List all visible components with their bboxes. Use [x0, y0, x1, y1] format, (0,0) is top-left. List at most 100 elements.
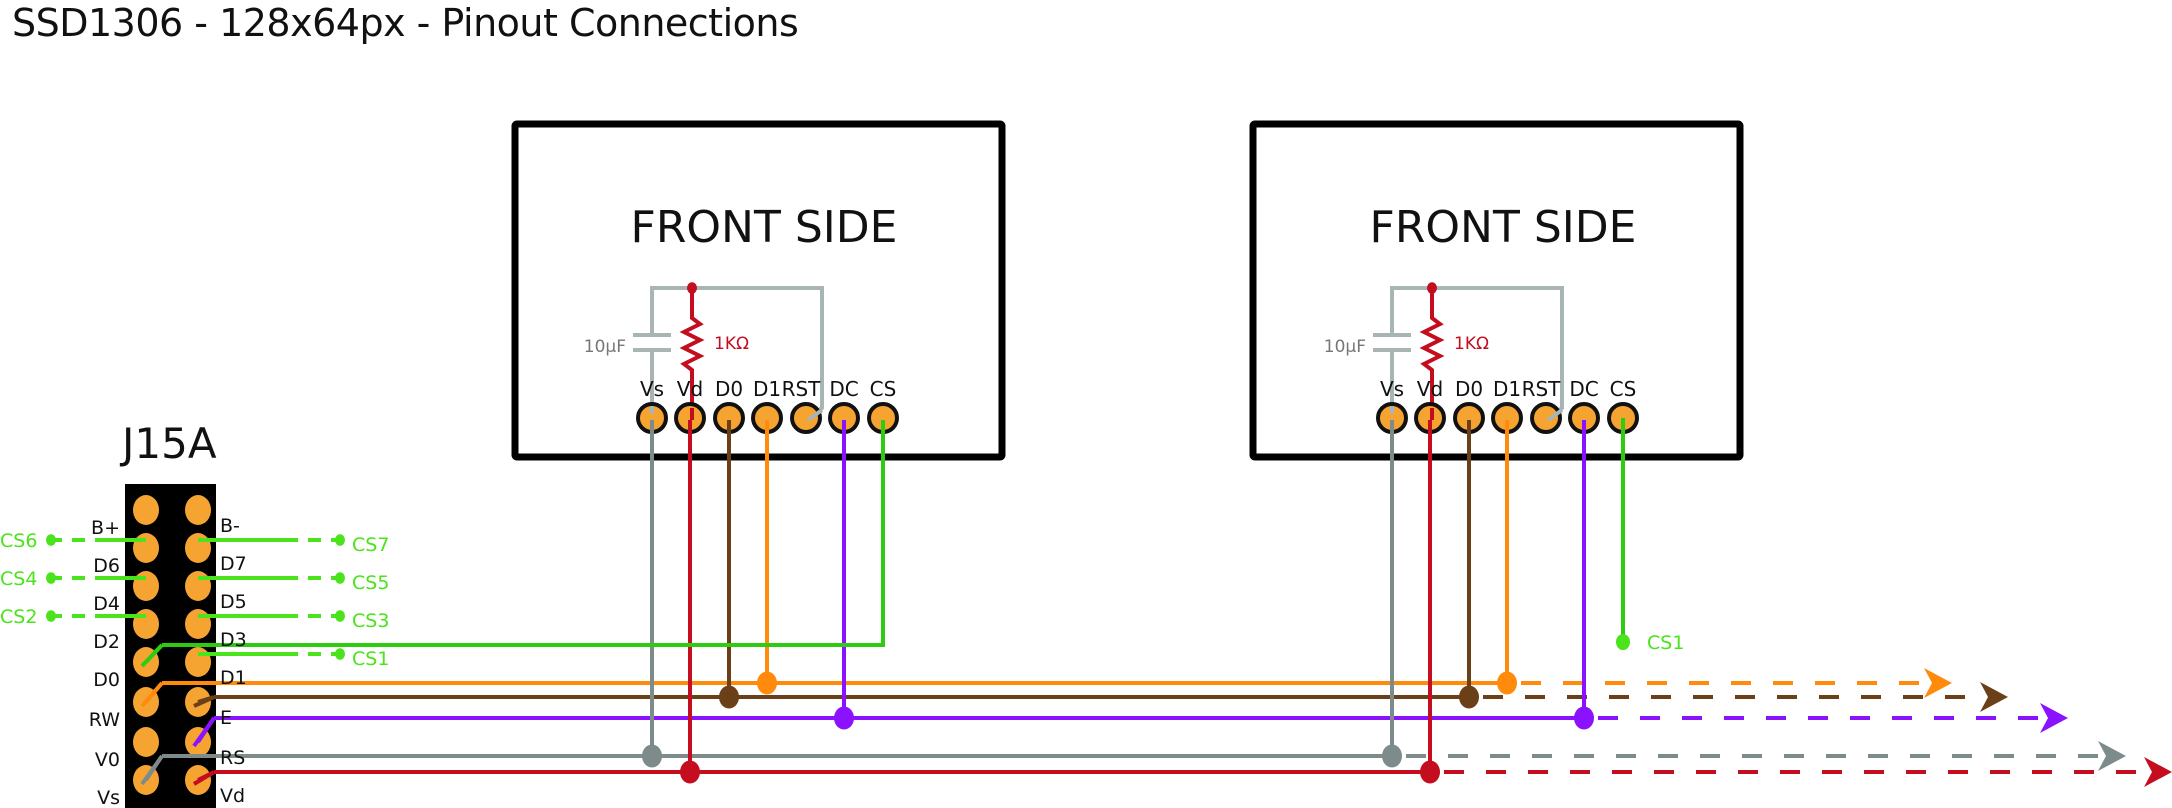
header-pad-d2: [133, 609, 159, 639]
cs-label-cs3: CS3: [352, 610, 389, 632]
module-pin-label-dc: DC: [829, 377, 858, 401]
header-pin-label: B-: [220, 515, 240, 537]
module-pin-label-cs: CS: [870, 377, 897, 401]
net-dc-junction: [1574, 706, 1594, 730]
diagram-title: SSD1306 - 128x64px - Pinout Connections: [12, 1, 798, 45]
rst-pad-stub: [806, 408, 824, 422]
header-pad-stub: [140, 643, 164, 668]
capacitor-value: 10µF: [1324, 337, 1366, 357]
cs-stub-dot: [335, 610, 345, 622]
header-pin-label: D1: [220, 667, 247, 689]
cs1-terminal-dot: [1616, 633, 1630, 651]
net-cs-bus: [162, 418, 885, 647]
module-pad-rst: [1530, 402, 1562, 434]
resistor-1k: [1419, 288, 1445, 418]
cs-stub-dot: [46, 572, 56, 584]
module-front-label: FRONT SIDE: [1370, 202, 1637, 253]
header-pad-d1: [185, 647, 211, 677]
module-pad-rst: [790, 402, 822, 434]
net-d1-junction: [1497, 671, 1517, 695]
module-pin-label-vs: Vs: [1380, 377, 1404, 401]
header-j15a: J15A: [119, 419, 217, 808]
cs1-label: CS1: [1647, 632, 1684, 654]
header-pin-label: D6: [93, 555, 120, 577]
header-pin-label: D7: [220, 553, 247, 575]
arrow-right-icon: [2040, 703, 2068, 733]
junction-dot: [1427, 282, 1437, 294]
module-pin-label-rst: RST: [782, 377, 822, 401]
cs-label-cs4: CS4: [0, 568, 37, 590]
module-pin-label-d0: D0: [1455, 377, 1483, 401]
header-pad-stub: [193, 695, 215, 708]
arrow-right-icon: [2144, 757, 2172, 787]
header-pad-d3: [185, 609, 211, 639]
net-vs-junction: [1382, 744, 1402, 768]
header-pin-label: Vs: [97, 787, 120, 808]
module-pin-label-vs: Vs: [640, 377, 664, 401]
header-pad-stub: [192, 770, 216, 786]
cs-stub-dot: [46, 610, 56, 622]
module-pin-label-cs: CS: [1610, 377, 1637, 401]
cs-stub-dot: [335, 648, 345, 660]
module-pin-label-dc: DC: [1569, 377, 1598, 401]
header-pin-label: D2: [93, 631, 120, 653]
header-pin-label: D3: [220, 629, 247, 651]
arrow-right-icon: [1924, 668, 1952, 698]
pads-layer: [46, 282, 1639, 784]
header-pin-label: B+: [91, 517, 120, 539]
resistor-value: 1KΩ: [714, 334, 749, 354]
net-vd-junction: [1420, 760, 1440, 784]
arrow-right-icon: [2098, 741, 2126, 771]
header-pad-d4: [133, 571, 159, 601]
net-d0-junction: [1459, 685, 1479, 709]
cs-label-cs1: CS1: [352, 648, 389, 670]
header-pin-label: D4: [93, 593, 120, 615]
cs-label-cs5: CS5: [352, 572, 389, 594]
rst-pad-stub: [1546, 408, 1564, 422]
junction-dot: [687, 282, 697, 294]
header-pad-d5: [185, 571, 211, 601]
module-pin-label-vd: Vd: [1417, 377, 1443, 401]
header-pin-label: V0: [95, 749, 120, 771]
cs-label-cs2: CS2: [0, 606, 37, 628]
header-pin-label: D0: [93, 669, 120, 691]
header-pad-d7: [185, 533, 211, 563]
net-dc-junction: [834, 706, 854, 730]
capacitor-value: 10µF: [584, 337, 626, 357]
net-vd-junction: [680, 760, 700, 784]
oled-module-1: FRONT SIDE: [511, 120, 1006, 461]
cs-label-cs7: CS7: [352, 534, 389, 556]
header-pad-bplus: [133, 495, 159, 525]
module-pin-label-rst: RST: [1522, 377, 1562, 401]
header-pin-label: E: [220, 707, 232, 729]
module-pin-label-vd: Vd: [677, 377, 703, 401]
header-pin-label: Vd: [220, 785, 245, 807]
net-d1-junction: [757, 671, 777, 695]
header-pad-stub: [140, 681, 164, 708]
header-pin-label: RW: [89, 709, 120, 731]
header-pad-bminus: [185, 495, 211, 525]
cs-label-cs6: CS6: [0, 530, 37, 552]
header-pin-label: D5: [220, 591, 247, 613]
module-outline: [1249, 120, 1744, 461]
module-pin-label-d0: D0: [715, 377, 743, 401]
module-pin-label-d1: D1: [1493, 377, 1521, 401]
oled-module-2: FRONT SIDE: [1249, 120, 1744, 461]
cs-stub-dot: [46, 534, 56, 546]
cs-stub-dot: [335, 534, 345, 546]
header-pin-label: RS: [220, 747, 245, 769]
cs-stub-dot: [335, 572, 345, 584]
module-front-label: FRONT SIDE: [631, 202, 898, 253]
header-pad-stub: [192, 716, 216, 748]
header-name: J15A: [119, 419, 217, 468]
net-d0-junction: [719, 685, 739, 709]
module-pin-label-d1: D1: [753, 377, 781, 401]
header-pad-stub: [140, 754, 164, 786]
resistor-value: 1KΩ: [1454, 334, 1489, 354]
header-pad-v0: [133, 727, 159, 757]
arrow-right-icon: [1980, 682, 2008, 712]
module-outline: [511, 120, 1006, 461]
header-pad-d6: [133, 533, 159, 563]
